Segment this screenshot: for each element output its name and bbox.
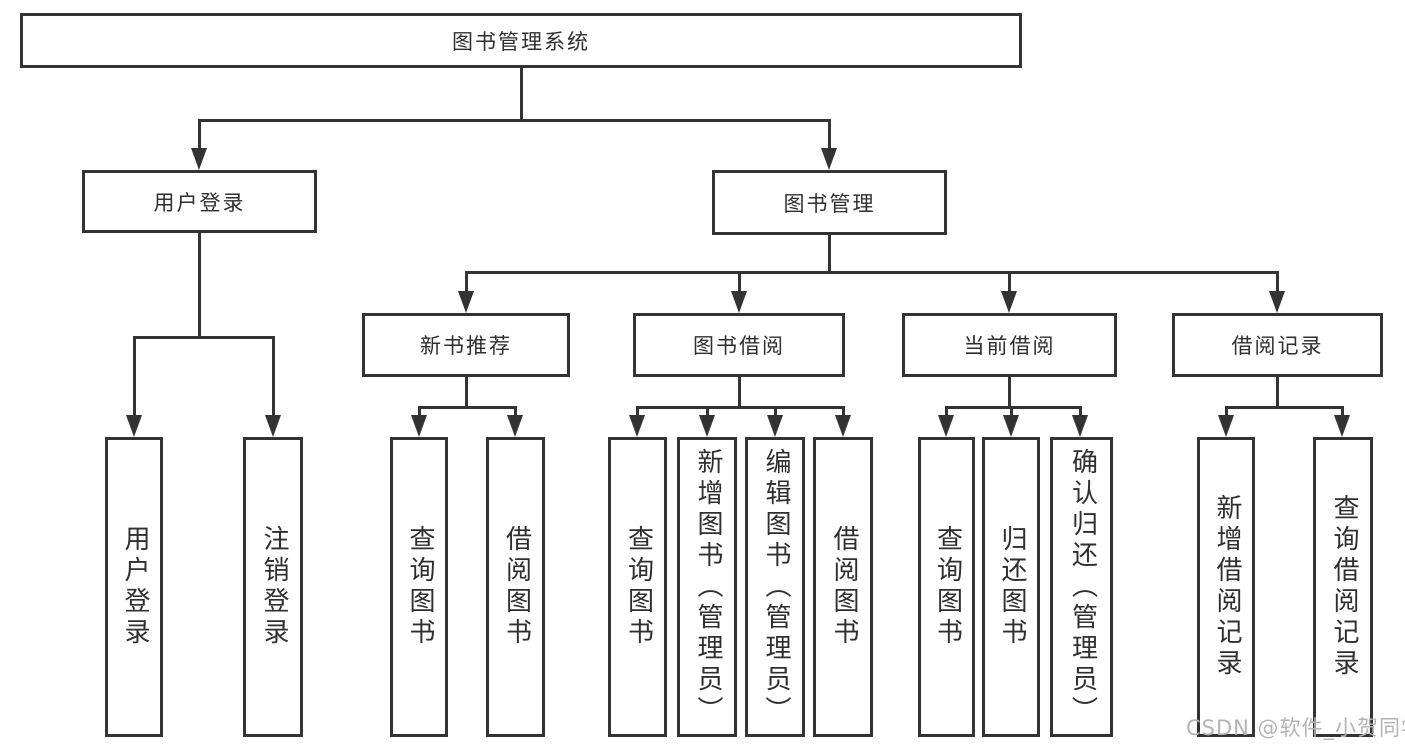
connector-line <box>465 377 468 408</box>
connector-line <box>418 406 421 417</box>
connector-line <box>738 271 741 293</box>
arrow-down-icon <box>731 291 747 313</box>
leaf-add-book-admin: 新增图书（管理员） <box>677 437 737 737</box>
connector-line <box>465 271 1279 274</box>
node-current-borrow: 当前借阅 <box>902 313 1117 377</box>
connector-line <box>465 271 468 293</box>
leaf-borrow-book-2: 借阅图书 <box>813 437 873 737</box>
arrow-down-icon <box>126 415 142 437</box>
csdn-watermark: CSDN @软件_小贺同学 <box>1186 716 1405 740</box>
leaf-user-login: 用户登录 <box>105 437 163 737</box>
connector-line <box>520 68 523 120</box>
connector-line <box>1010 406 1013 417</box>
node-book-borrow: 图书借阅 <box>633 313 845 377</box>
connector-line <box>828 119 831 150</box>
node-user-login: 用户登录 <box>82 170 317 233</box>
arrow-down-icon <box>699 415 715 437</box>
connector-line <box>418 406 517 409</box>
connector-line <box>636 406 639 417</box>
arrow-down-icon <box>1001 291 1017 313</box>
arrow-down-icon <box>938 415 954 437</box>
connector-line <box>1008 377 1011 408</box>
connector-line <box>198 233 201 338</box>
node-borrow-records: 借阅记录 <box>1172 313 1383 377</box>
arrow-down-icon <box>191 148 207 170</box>
arrow-down-icon <box>767 415 783 437</box>
connector-line <box>828 235 831 273</box>
leaf-query-book-3: 查询图书 <box>918 437 975 737</box>
leaf-query-book-2: 查询图书 <box>608 437 667 737</box>
connector-line <box>198 119 201 150</box>
leaf-confirm-return-admin: 确认归还（管理员） <box>1050 437 1113 737</box>
arrow-down-icon <box>1003 415 1019 437</box>
leaf-return-book: 归还图书 <box>982 437 1040 737</box>
connector-line <box>272 336 275 417</box>
leaf-edit-book-admin: 编辑图书（管理员） <box>745 437 805 737</box>
connector-line <box>1079 406 1082 417</box>
arrow-down-icon <box>1334 415 1350 437</box>
connector-line <box>1008 271 1011 293</box>
connector-line <box>133 336 136 417</box>
leaf-borrow-book-1: 借阅图书 <box>486 437 545 737</box>
connector-line <box>706 406 709 417</box>
arrow-down-icon <box>835 415 851 437</box>
connector-line <box>945 406 1082 409</box>
connector-line <box>774 406 777 417</box>
arrow-down-icon <box>507 415 523 437</box>
connector-line <box>945 406 948 417</box>
leaf-add-borrow-record: 新增借阅记录 <box>1197 437 1255 737</box>
arrow-down-icon <box>1072 415 1088 437</box>
arrow-down-icon <box>458 291 474 313</box>
connector-line <box>738 377 741 408</box>
connector-line <box>514 406 517 417</box>
connector-line <box>1276 271 1279 293</box>
leaf-logout: 注销登录 <box>243 437 303 737</box>
arrow-down-icon <box>821 148 837 170</box>
leaf-query-borrow-record: 查询借阅记录 <box>1313 437 1373 737</box>
connector-line <box>133 336 275 339</box>
arrow-down-icon <box>1269 291 1285 313</box>
connector-line <box>1225 406 1228 417</box>
leaf-query-book-1: 查询图书 <box>390 437 448 737</box>
connector-line <box>842 406 845 417</box>
connector-line <box>1276 377 1279 408</box>
connector-line <box>1225 406 1344 409</box>
arrow-down-icon <box>1218 415 1234 437</box>
arrow-down-icon <box>411 415 427 437</box>
connector-line <box>198 119 831 122</box>
node-new-book-recommend: 新书推荐 <box>362 313 570 377</box>
connector-line <box>636 406 844 409</box>
connector-line <box>1341 406 1344 417</box>
node-book-management: 图书管理 <box>712 170 947 235</box>
arrow-down-icon <box>265 415 281 437</box>
arrow-down-icon <box>629 415 645 437</box>
node-root: 图书管理系统 <box>20 13 1022 68</box>
